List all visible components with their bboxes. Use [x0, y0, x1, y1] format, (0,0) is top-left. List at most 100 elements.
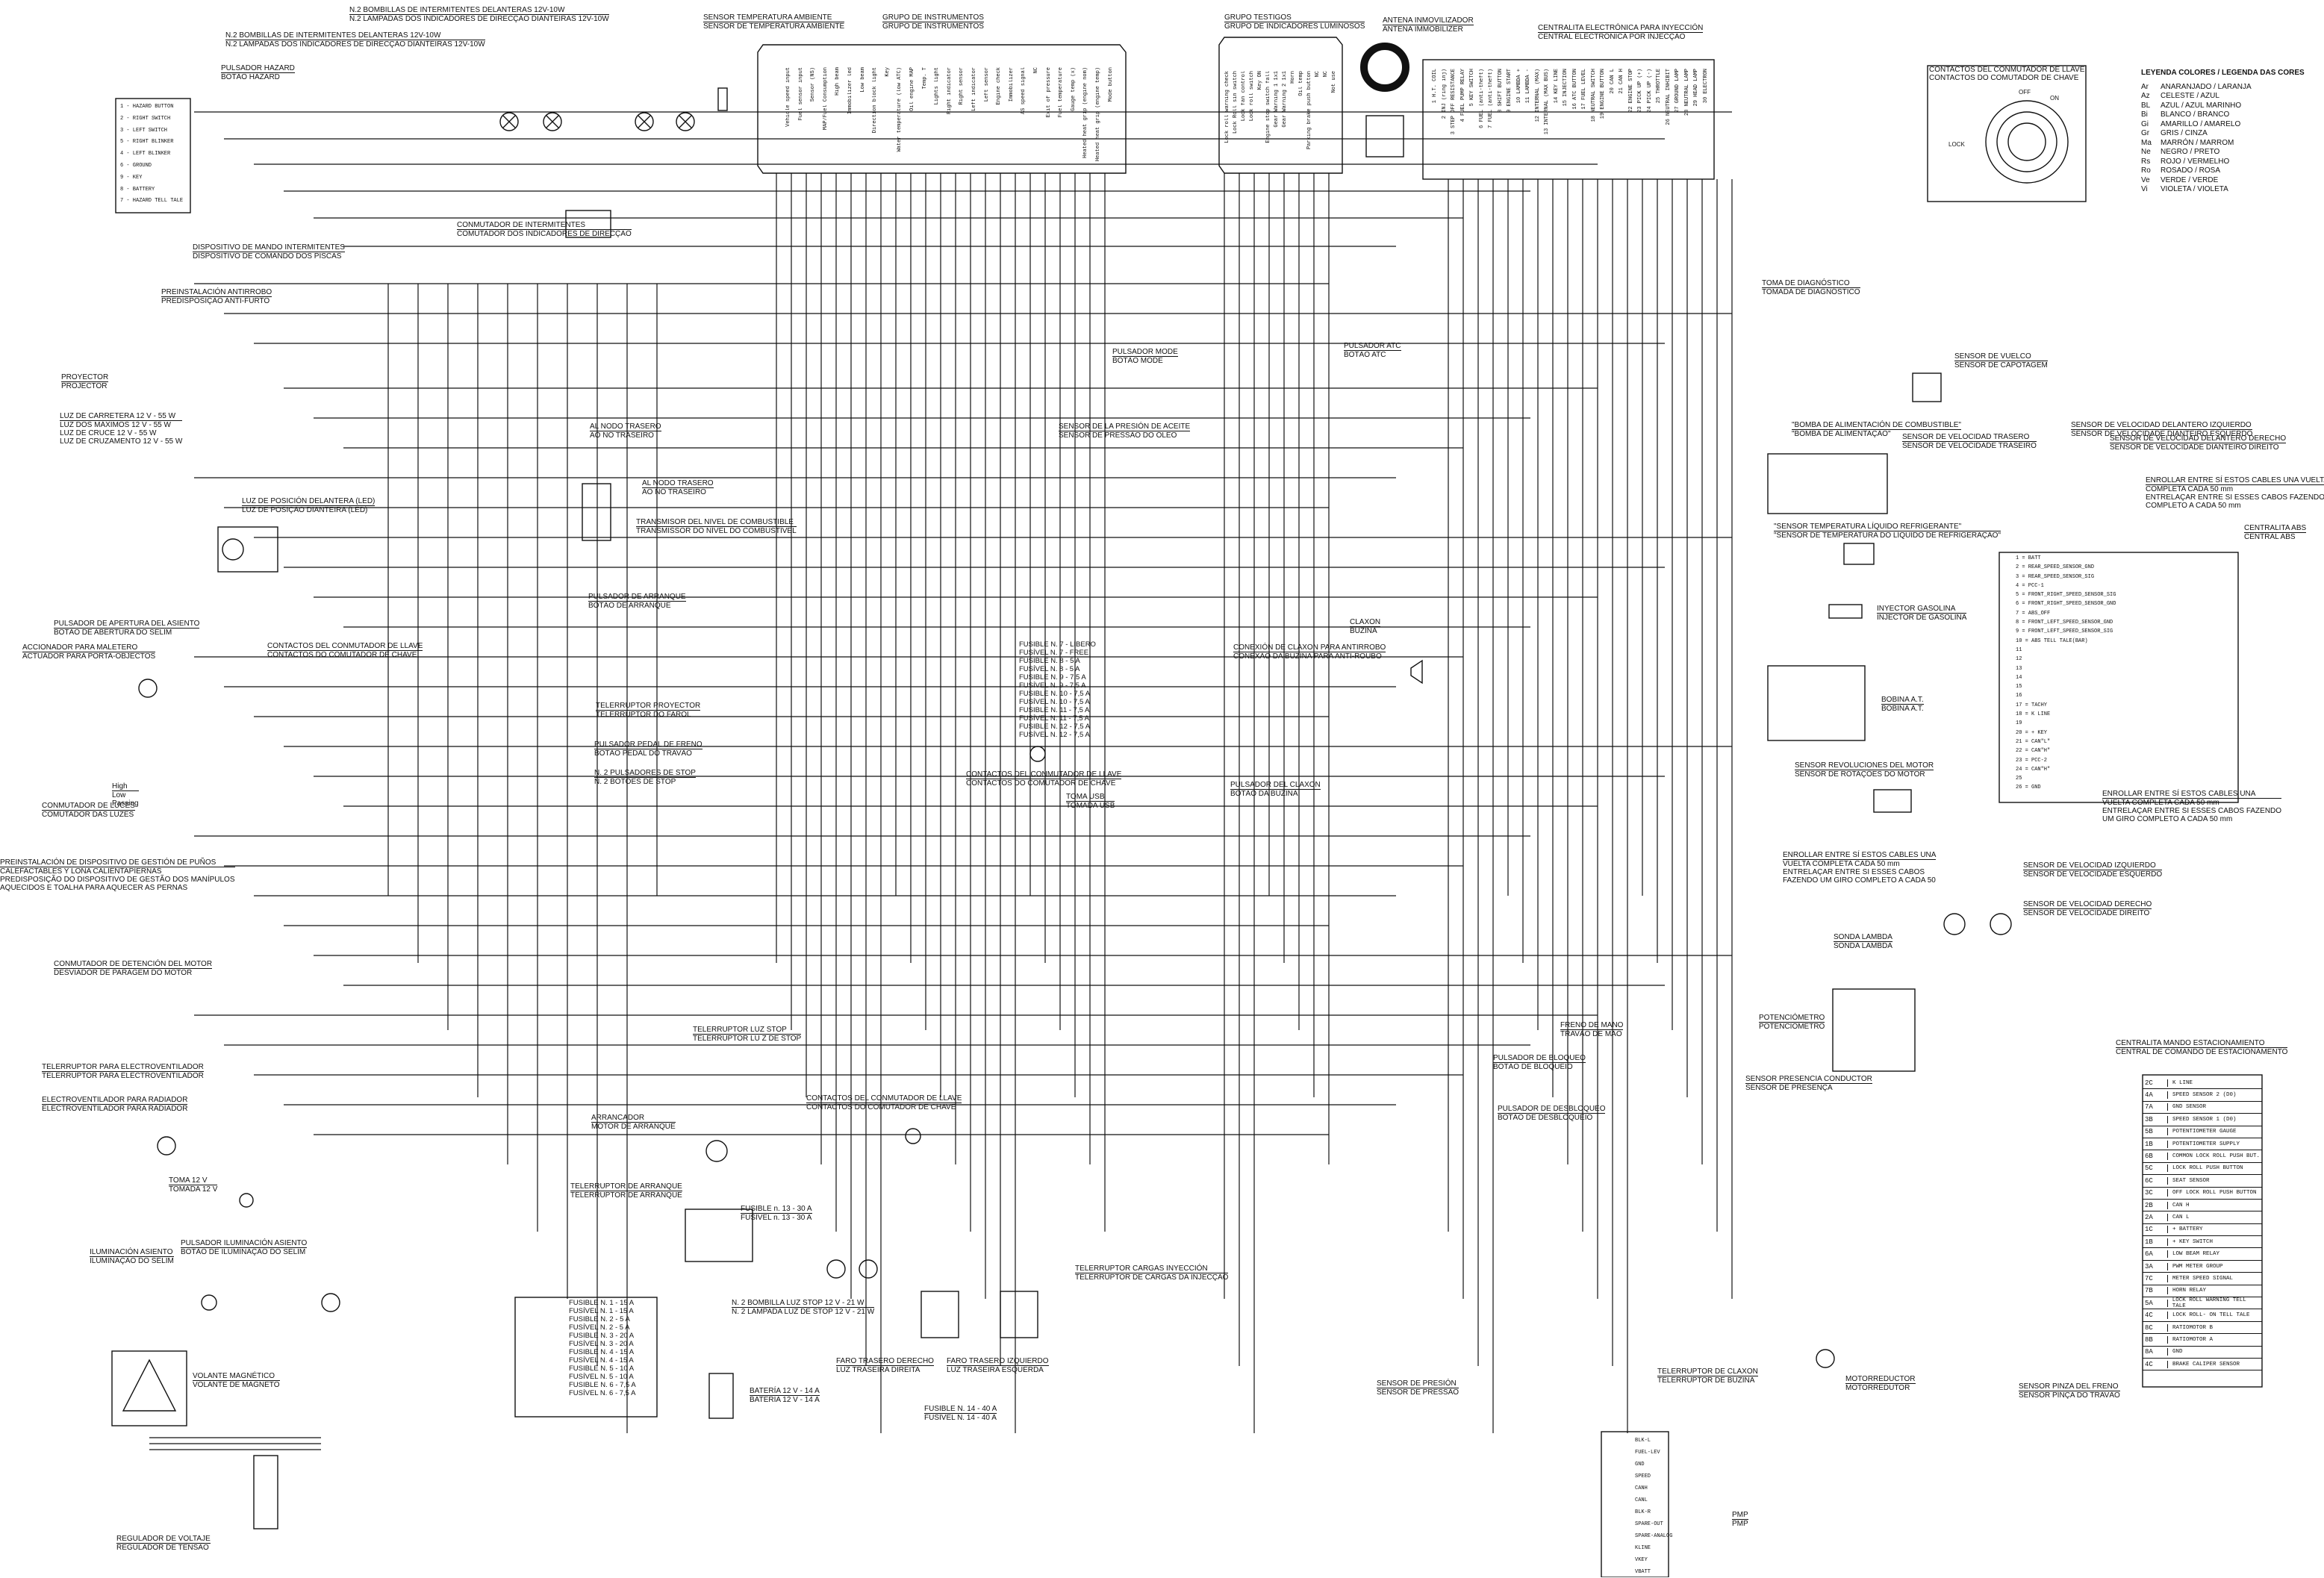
- label-line: LUZ TRASEIRA ESQUERDA: [947, 1366, 1044, 1374]
- legend-code: Gr: [2141, 129, 2150, 137]
- legend-name: CELESTE / AZUL: [2161, 92, 2219, 100]
- label-line: TOMADA DE DIAGNÓSTICO: [1762, 288, 1860, 296]
- seat-light-button: [321, 1293, 340, 1312]
- parking-ecu-pin: 2B: [2143, 1201, 2168, 1209]
- label-line: FARO TRASERO IZQUIERDO: [947, 1357, 1049, 1366]
- label-line: PULSADOR MODE: [1112, 348, 1178, 357]
- label-line: Low: [112, 791, 126, 799]
- instrument-pin: Exit of pressure: [1045, 67, 1052, 118]
- legend-name: BLANCO / BRANCO: [2161, 110, 2230, 119]
- label-line: CENTRALITA ABS: [2244, 524, 2307, 533]
- legend-name: MARRÓN / MARROM: [2161, 138, 2234, 147]
- fuse-label: FUSIBLE N. 9 - 7,5 A: [1019, 673, 1086, 682]
- label-line: BOTÃO DE ILUMINAÇÃO DO SELIM: [181, 1248, 306, 1256]
- hazard-pin: 4 - LEFT BLINKER: [120, 151, 171, 158]
- parking-ecu-pin: 8C: [2143, 1323, 2168, 1332]
- instrument-pin: Right indicator: [946, 67, 953, 115]
- stop-bulb-1: [826, 1259, 846, 1279]
- label-line: CENTRALITA ELECTRÓNICA PARA INYECCIÓN: [1538, 24, 1704, 33]
- label-line: CONMUTADOR DE LUCES: [42, 802, 135, 811]
- warning-group-outline: [1218, 37, 1343, 174]
- parking-ecu-signal: HORN RELAY: [2172, 1288, 2207, 1294]
- injection-pin: 5 KEY SWITCH: [1469, 69, 1475, 107]
- injection-pin: 29 HEAD LAMP: [1693, 69, 1699, 107]
- label-line: SENSOR DE PRESSÃO: [1377, 1388, 1459, 1397]
- ht-coil-label: BOBINA A.T.BOBINA A.T.: [1881, 696, 1924, 713]
- legend-code: Az: [2141, 92, 2150, 100]
- parking-ecu-signal: POTENTIOMETER GAUGE: [2172, 1129, 2237, 1135]
- label-line: SENSOR DE CAPOTAGEM: [1954, 361, 2048, 369]
- label-line: TELERRUPTOR DO FAROL: [596, 711, 691, 719]
- ht-coil-box: [1767, 665, 1866, 741]
- label-line: BOTÃO ATC: [1344, 351, 1386, 359]
- label-line: BOBINA A.T.: [1881, 705, 1924, 713]
- hazard-pin: 6 - GROUND: [120, 162, 152, 169]
- key-switch-frame: [1927, 65, 2087, 202]
- fuse-label: FUSÍVEL N. 10 - 7,5 A: [1019, 698, 1090, 706]
- abs-pin: 4 = PCC-1: [2016, 582, 2044, 589]
- fuse-label: FUSIBLE N. 7 - LIBERO: [1019, 640, 1096, 649]
- label-line: PROYECTOR: [61, 373, 109, 382]
- instrument-pin: Fuel sensor input: [797, 67, 804, 121]
- pmp-pin: KLINE: [1635, 1545, 1651, 1551]
- parking-ecu-pin: 4C: [2143, 1312, 2168, 1320]
- label-line: ELECTROVENTILADOR PARA RADIADOR: [42, 1096, 188, 1105]
- hazard-pin: 9 - KEY: [120, 174, 143, 181]
- parking-ecu-signal: OFF LOCK ROLL PUSH BUTTON: [2172, 1190, 2257, 1197]
- abs-pin: 25: [2016, 776, 2022, 782]
- hazard-pin: 5 - RIGHT BLINKER: [120, 139, 174, 146]
- injection-pin: 12 INTERNAL (MAX): [1534, 69, 1541, 122]
- warning-pin: Parking brake push button: [1306, 71, 1312, 150]
- label-line: SENSOR DE VELOCIDADE DIANTEIRO ESQUERDO: [2071, 430, 2253, 438]
- legend-name: ROSADO / ROSA: [2161, 166, 2221, 175]
- components: [111, 37, 2263, 1577]
- label-line: UM GIRO COMPLETO A CADA 50 mm: [2102, 815, 2233, 823]
- fuse-label: FUSIBLE N. 8 - 5 A: [1019, 657, 1080, 665]
- label-line: SENSOR PRESENCIA CONDUCTOR: [1745, 1075, 1872, 1084]
- instrument-pin: Heated heat grip (engine temp): [1095, 67, 1101, 162]
- legend-name: NEGRO / PRETO: [2161, 148, 2220, 156]
- fuse-label: FUSIBLE N. 12 - 7,5 A: [1019, 723, 1091, 731]
- parking-ecu-pin: 5A: [2143, 1299, 2168, 1307]
- label-line: SENSOR DE VELOCIDAD DERECHO: [2023, 900, 2152, 909]
- label-line: CONEXÃO DA BUZINA PARA ANTI-ROUBO: [1233, 652, 1382, 661]
- label-line: N. 2 PULSADORES DE STOP: [594, 769, 696, 778]
- injection-pin: 2 INJ (ring inj): [1441, 69, 1448, 119]
- label-line: PULSADOR ATC: [1344, 342, 1401, 351]
- pmp-pin: SPARE-ANALOG: [1635, 1533, 1673, 1539]
- label-line: CENTRAL ELECTRÓNICA POR INJECÇÃO: [1538, 33, 1686, 41]
- parking-ecu-pin: 1B: [2143, 1238, 2168, 1246]
- battery: [708, 1373, 734, 1419]
- abs-pin: 14: [2016, 674, 2022, 681]
- injector-symbol: [1828, 604, 1863, 619]
- fuse-label: FUSÍVEL N. 4 - 15 A: [569, 1356, 634, 1365]
- label-line: SENSOR DE VELOCIDADE DIANTEIRO DIREITO: [2110, 443, 2279, 452]
- pmp-outline: [1601, 1431, 1669, 1577]
- label-line: DISPOSITIVO DE COMANDO DOS PISCAS: [193, 252, 342, 261]
- legend-name: ROJO / VERMELHO: [2161, 157, 2230, 166]
- fuel-level-sender: [582, 483, 611, 541]
